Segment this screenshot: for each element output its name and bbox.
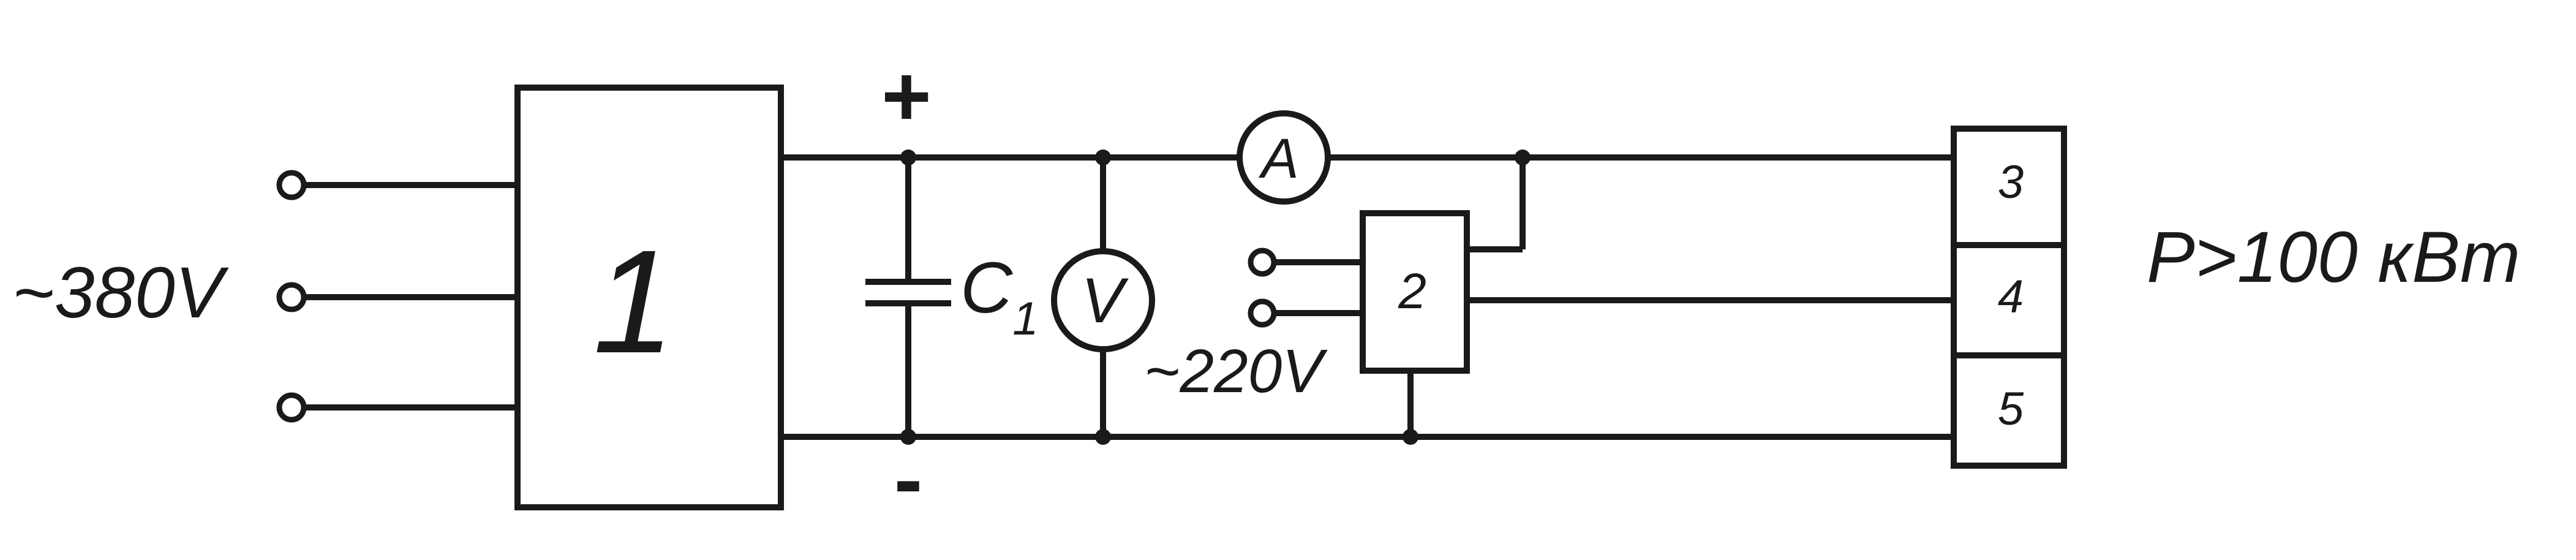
capacitor-label: C1 xyxy=(960,248,1039,345)
aux-terminal xyxy=(1248,248,1277,277)
ammeter-symbol xyxy=(1237,110,1331,205)
terminal-5-box xyxy=(1951,352,2067,469)
terminal-3-box xyxy=(1951,126,2067,248)
aux-terminal xyxy=(1248,298,1277,328)
input-terminals xyxy=(276,170,1277,423)
voltmeter-label: V xyxy=(1081,265,1129,336)
junction-dot xyxy=(1095,429,1111,445)
junction-dot xyxy=(1515,149,1531,165)
power-rating-label: P>100 кВт xyxy=(2147,217,2520,298)
terminal-3-label: 3 xyxy=(1998,156,2024,208)
input-terminal xyxy=(276,282,307,312)
junction-dot xyxy=(900,149,916,165)
junction-dot xyxy=(900,429,916,445)
capacitor-subscript: 1 xyxy=(1012,293,1038,345)
junction-dot xyxy=(1095,149,1111,165)
input-voltage-label: ~380V xyxy=(12,252,229,333)
wiring xyxy=(303,154,1954,440)
input-terminal xyxy=(276,170,307,200)
polarity-plus: + xyxy=(881,48,932,144)
polarity-minus: - xyxy=(894,431,923,527)
controller-label: 2 xyxy=(1398,263,1426,319)
input-terminal xyxy=(276,392,307,423)
capacitor-letter: C xyxy=(960,248,1013,328)
voltmeter-symbol xyxy=(1051,248,1155,352)
terminal-5-label: 5 xyxy=(1998,383,2024,435)
converter-block xyxy=(514,85,784,510)
junctions xyxy=(900,149,1531,445)
controller-block xyxy=(1360,210,1470,374)
ammeter-label: A xyxy=(1258,127,1298,190)
junction-dot xyxy=(1403,429,1418,445)
output-terminal-block: 3 4 5 xyxy=(1951,126,2067,469)
aux-voltage-label: ~220V xyxy=(1144,337,1328,406)
converter-label: 1 xyxy=(593,219,674,384)
terminal-4-label: 4 xyxy=(1998,271,2024,323)
